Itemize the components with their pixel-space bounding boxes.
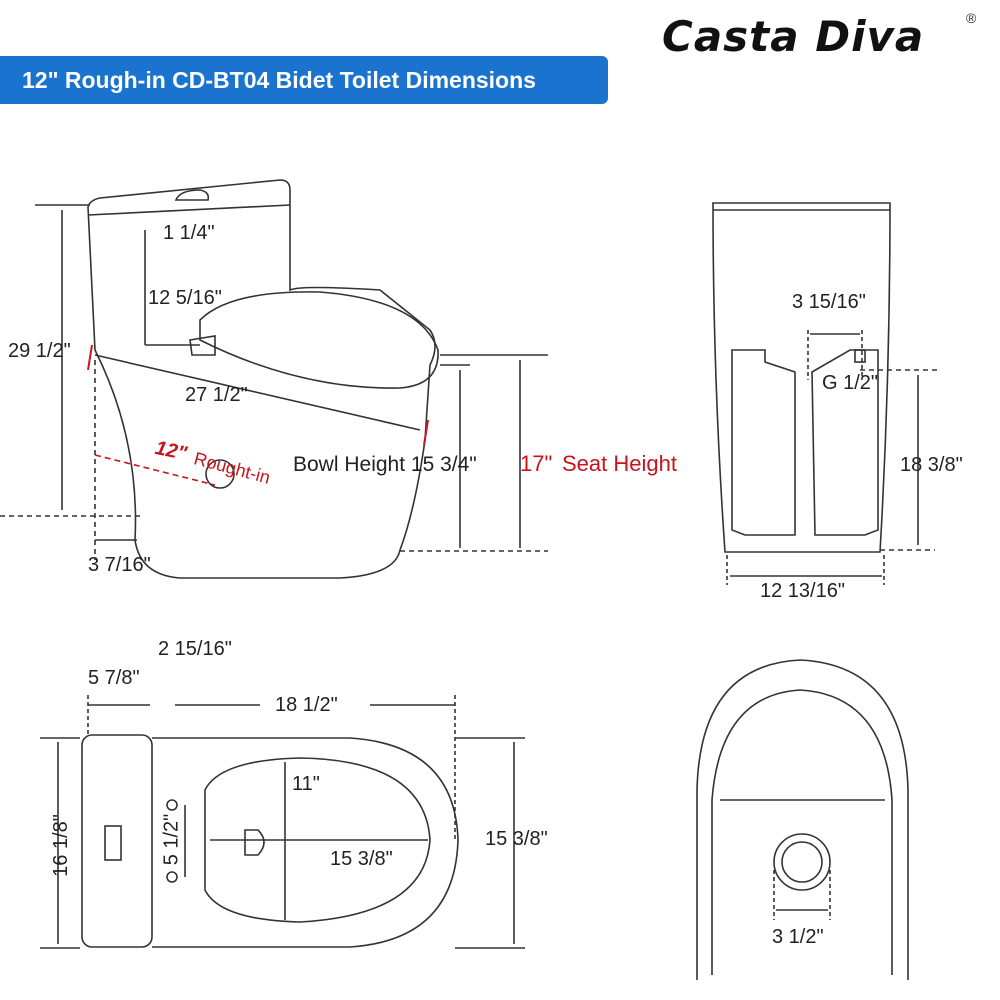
side-view-drawing xyxy=(0,179,548,579)
total-height-dimension: 29 1/2" xyxy=(8,340,71,362)
top-view-drawing xyxy=(40,695,525,949)
seat-length-dimension: 15 3/8" xyxy=(330,848,393,870)
tank-height-dimension: 12 5/16" xyxy=(148,287,222,309)
seat-half-dimension: 11" xyxy=(292,773,320,795)
seat-height-number: 17" xyxy=(520,451,553,476)
inlet-thread-label: G 1/2" xyxy=(822,372,879,394)
depth-dimension: 27 1/2" xyxy=(185,384,248,406)
bolt-spacing-dimension: 5 1/2" xyxy=(160,813,183,866)
gap-dimension: 2 15/16" xyxy=(158,638,232,660)
bottom-view-drawing xyxy=(696,659,909,980)
outlet-diameter-dimension: 3 1/2" xyxy=(772,926,824,948)
bowl-height-dimension: Bowl Height 15 3/4" xyxy=(293,453,477,476)
title-banner: 12" Rough-in CD-BT04 Bidet Toilet Dimens… xyxy=(0,56,608,104)
tank-depth-dimension: 5 7/8" xyxy=(88,667,140,689)
brand-logo: Casta Diva xyxy=(662,12,925,61)
inlet-height-dimension: 18 3/8" xyxy=(900,454,963,476)
base-width-dimension: 12 13/16" xyxy=(760,580,845,602)
inlet-offset-dimension: 3 15/16" xyxy=(792,291,866,313)
tank-lid-dimension: 1 1/4" xyxy=(163,222,215,244)
back-view-drawing xyxy=(712,202,940,585)
bowl-width-dimension: 15 3/8" xyxy=(485,828,548,850)
tank-width-dimension: 16 1/8" xyxy=(49,814,72,877)
seat-height-label: Seat Height xyxy=(562,451,677,476)
bowl-length-dimension: 18 1/2" xyxy=(275,694,338,716)
base-offset-dimension: 3 7/16" xyxy=(88,554,151,576)
registered-mark: ® xyxy=(966,10,977,26)
